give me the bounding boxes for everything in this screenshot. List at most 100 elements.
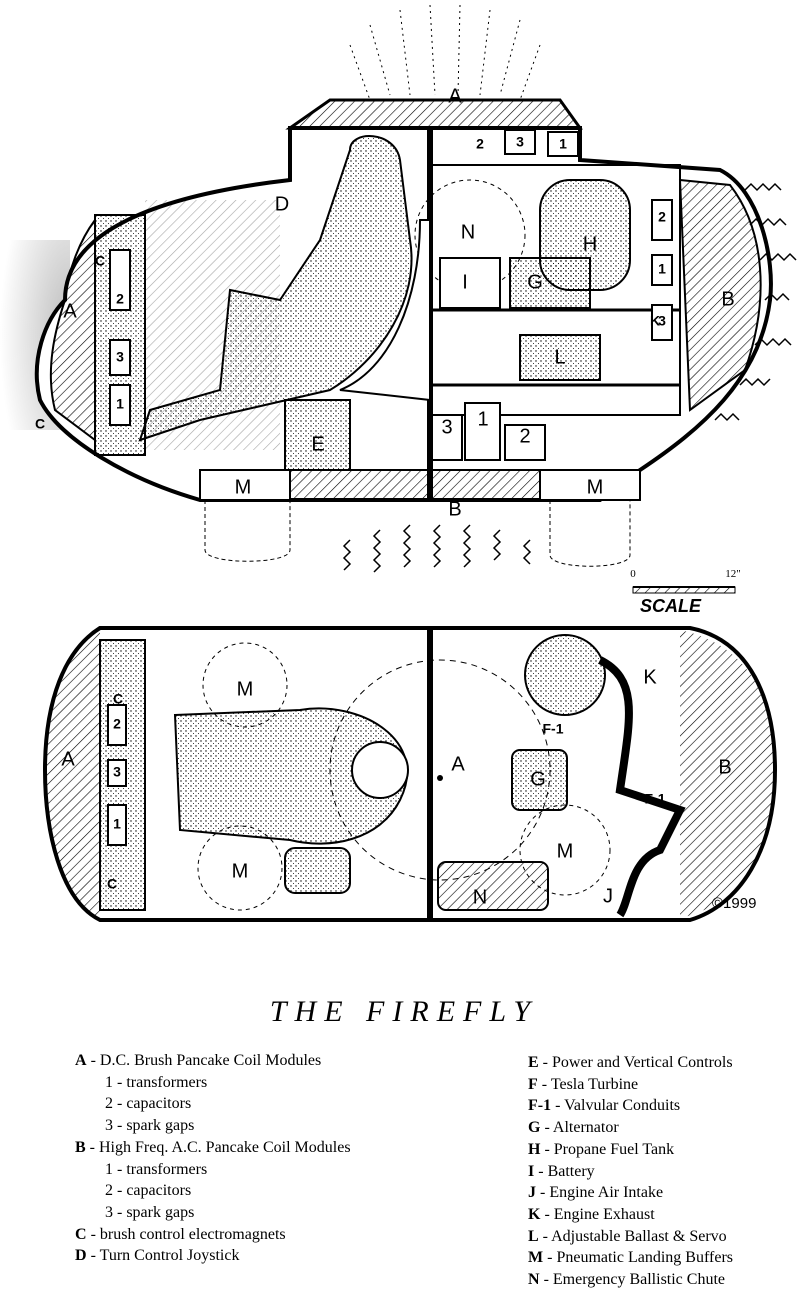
legend-item: 2 - capacitors — [105, 1095, 192, 1113]
number-3: 3 — [113, 764, 121, 780]
label-f1-upper: F-1 — [543, 721, 564, 737]
legend-item: G - Alternator — [528, 1117, 733, 1139]
legend-item: A - D.C. Brush Pancake Coil Modules — [75, 1050, 351, 1072]
legend-item: F - Tesla Turbine — [528, 1074, 733, 1096]
number-1: 1 — [559, 136, 567, 152]
number-2: 2 — [113, 716, 121, 732]
legend-item: F-1 - Valvular Conduits — [528, 1095, 733, 1117]
label-f1-lower: F-1 — [645, 791, 666, 807]
legend-text: - Pneumatic Landing Buffers — [543, 1249, 733, 1267]
number-2: 2 — [116, 291, 124, 307]
legend-key: I — [528, 1162, 535, 1180]
page-title: THE FIREFLY — [269, 995, 539, 1028]
label-k: K — [643, 666, 657, 688]
legend-item: K - Engine Exhaust — [528, 1204, 733, 1226]
legend-item: C - brush control electromagnets — [75, 1224, 351, 1246]
legend-key: F — [528, 1075, 538, 1093]
side-tail-hatch — [678, 178, 762, 412]
top-number-boxes — [107, 704, 127, 846]
label-j: J — [603, 885, 613, 907]
radiation-bottom — [342, 524, 532, 573]
legend-item: 3 - spark gaps — [105, 1203, 195, 1221]
number-3: 3 — [116, 349, 124, 365]
bottom-coil-hatch — [289, 469, 541, 501]
legend-item: H - Propane Fuel Tank — [528, 1139, 733, 1161]
legend-key: C — [75, 1225, 87, 1243]
buffer-bottom — [197, 825, 283, 911]
side-view: A A B B M M E N H I G L K D C C 2 3 1 2 … — [0, 4, 797, 573]
number-1: 1 — [658, 261, 666, 277]
legend-text: - Adjustable Ballast & Servo — [538, 1227, 727, 1245]
conduit-pipe — [598, 656, 686, 918]
legend-text: - Power and Vertical Controls — [538, 1054, 733, 1071]
label-a-left: A — [63, 300, 77, 322]
legend-item: D - Turn Control Joystick — [75, 1245, 351, 1267]
side-nose-hatch — [49, 216, 96, 442]
scale-bar: 0 12" SCALE — [630, 568, 741, 616]
legend-text: - D.C. Brush Pancake Coil Modules — [86, 1052, 322, 1069]
number-3: 3 — [658, 313, 666, 329]
label-m-right: M — [557, 840, 574, 862]
label-n: N — [461, 221, 475, 243]
canopy-top — [285, 98, 583, 130]
label-g: G — [530, 768, 546, 790]
legend-key: L — [528, 1227, 539, 1245]
side-number-boxes — [109, 129, 673, 461]
legend-text: - High Freq. A.C. Pancake Coil Modules — [85, 1138, 351, 1156]
legend-item: L - Adjustable Ballast & Servo — [528, 1226, 733, 1248]
legend-text: - Turn Control Joystick — [86, 1247, 240, 1265]
legend-text: - Emergency Ballistic Chute — [539, 1271, 725, 1289]
battery — [439, 257, 501, 309]
label-g: G — [527, 271, 543, 293]
ballast — [519, 334, 601, 381]
legend-key: F-1 — [528, 1097, 552, 1115]
landing-buffers — [199, 469, 641, 501]
legend-item: I - Battery — [528, 1161, 733, 1183]
label-m-top: M — [237, 678, 254, 700]
legend-text: - Alternator — [540, 1119, 619, 1137]
legend-text: - Tesla Turbine — [537, 1075, 639, 1093]
label-a-center: A — [451, 753, 465, 775]
pilot-head — [351, 741, 409, 799]
label-h: H — [583, 233, 597, 255]
legend-item: E - Power and Vertical Controls — [528, 1052, 733, 1074]
label-e: E — [311, 433, 324, 455]
legend-item: 2 - capacitors — [105, 1182, 192, 1200]
number-1: 1 — [477, 408, 488, 430]
scale-label: SCALE — [640, 596, 702, 616]
label-b-right: B — [721, 288, 734, 310]
label-m-bottom: M — [232, 860, 249, 882]
number-2: 2 — [476, 136, 484, 152]
alternator — [509, 257, 591, 309]
radiation-top — [349, 4, 541, 101]
label-l: L — [554, 346, 565, 368]
legend-key: J — [528, 1184, 536, 1202]
scale-end: 12" — [725, 568, 741, 580]
radiation-right — [714, 182, 797, 422]
legend-key: N — [528, 1271, 540, 1289]
legend-key: H — [528, 1140, 541, 1158]
chute-pack — [437, 861, 549, 911]
legend-text: - Engine Exhaust — [540, 1205, 655, 1223]
legend-key: B — [75, 1138, 86, 1156]
pilot-figure — [138, 135, 413, 442]
label-n: N — [473, 886, 487, 908]
copyright: ©1999 — [712, 895, 757, 912]
legend-text: - Battery — [534, 1162, 595, 1180]
scale-start: 0 — [630, 568, 636, 580]
legend-key: M — [528, 1249, 544, 1267]
legend-text: - Engine Air Intake — [536, 1184, 664, 1202]
number-3: 3 — [441, 416, 452, 438]
legend-item: J - Engine Air Intake — [528, 1182, 733, 1204]
legend-item: B - High Freq. A.C. Pancake Coil Modules — [75, 1137, 351, 1159]
number-2: 2 — [519, 425, 530, 447]
legend-item: M - Pneumatic Landing Buffers — [528, 1247, 733, 1269]
legend-text: - Valvular Conduits — [551, 1097, 681, 1115]
alternator-top — [511, 749, 568, 811]
firefly-diagram: A A B B M M E N H I G L K D C C 2 3 1 2 … — [0, 4, 797, 922]
buffer-extended — [204, 500, 631, 567]
legend-key: A — [75, 1052, 87, 1069]
label-b-bottom: B — [448, 498, 461, 520]
seat — [339, 219, 431, 402]
